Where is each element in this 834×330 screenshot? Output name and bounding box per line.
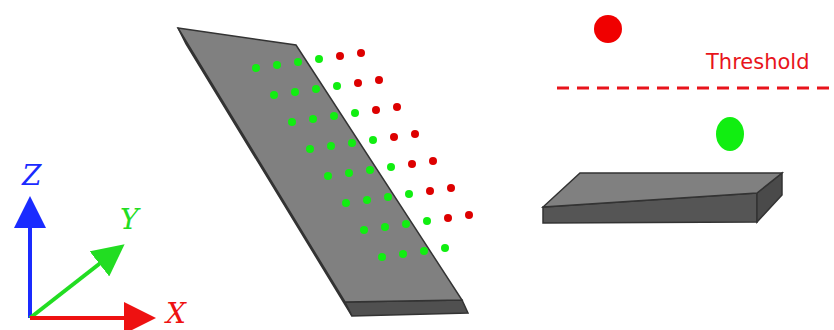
point — [384, 193, 392, 201]
point — [402, 220, 410, 228]
point — [405, 190, 413, 198]
point — [273, 61, 281, 69]
point — [366, 166, 374, 174]
flat-plate — [543, 173, 782, 207]
point — [408, 160, 416, 168]
point — [465, 211, 473, 219]
point — [447, 184, 455, 192]
point — [411, 130, 419, 138]
x-axis — [30, 316, 140, 320]
point — [444, 214, 452, 222]
point — [357, 49, 365, 57]
point — [423, 217, 431, 225]
threshold-label: Threshold — [706, 52, 810, 73]
point — [372, 106, 380, 114]
point — [312, 85, 320, 93]
point — [345, 169, 353, 177]
point-cloud — [252, 49, 473, 261]
point — [378, 253, 386, 261]
point — [324, 172, 332, 180]
point — [420, 247, 428, 255]
point — [327, 142, 335, 150]
point — [381, 223, 389, 231]
z-axis — [28, 212, 32, 318]
point — [252, 64, 260, 72]
point — [342, 199, 350, 207]
tilted-plate — [178, 28, 462, 302]
point — [390, 133, 398, 141]
point — [369, 136, 377, 144]
point — [360, 226, 368, 234]
point — [315, 55, 323, 63]
axis-label: Y — [120, 206, 138, 234]
point — [333, 82, 341, 90]
point — [306, 145, 314, 153]
point — [294, 58, 302, 66]
point — [363, 196, 371, 204]
point — [387, 163, 395, 171]
green-point — [716, 117, 744, 151]
point — [309, 115, 317, 123]
point — [351, 109, 359, 117]
point — [291, 88, 299, 96]
point — [330, 112, 338, 120]
point — [336, 52, 344, 60]
red-point — [594, 15, 622, 43]
point — [399, 250, 407, 258]
axis-label: Z — [22, 162, 41, 190]
axis-label: X — [166, 300, 186, 328]
point — [270, 91, 278, 99]
point — [429, 157, 437, 165]
point — [288, 118, 296, 126]
point — [426, 187, 434, 195]
y-axis — [30, 254, 112, 318]
point — [441, 244, 449, 252]
point — [348, 139, 356, 147]
threshold-line — [557, 87, 834, 90]
point — [354, 79, 362, 87]
point — [375, 76, 383, 84]
point — [393, 103, 401, 111]
